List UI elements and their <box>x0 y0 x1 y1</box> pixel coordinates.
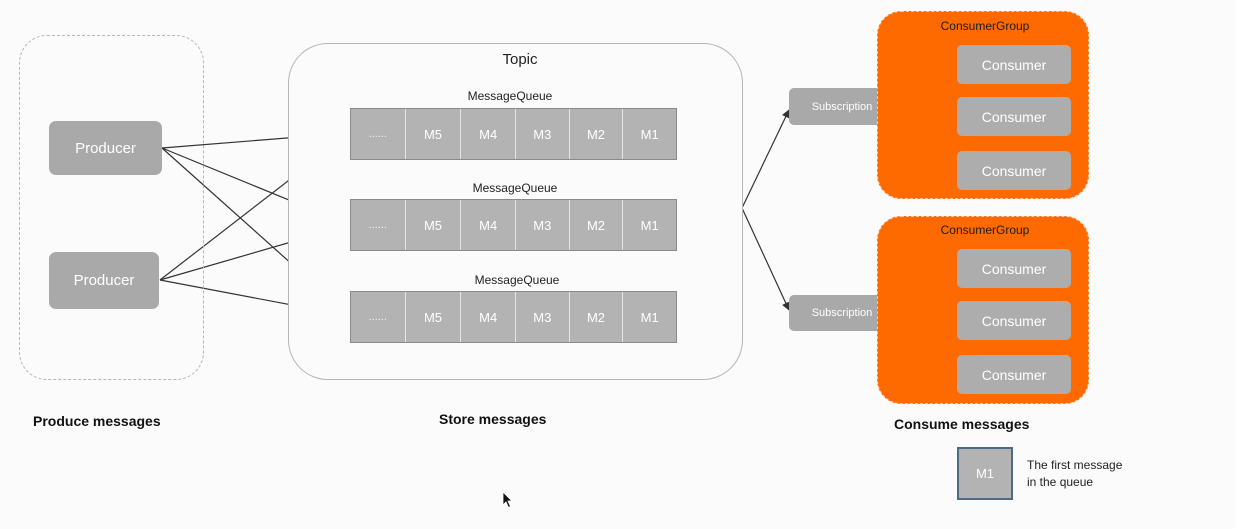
legend-box-label: M1 <box>975 466 995 481</box>
topic-title: Topic <box>502 51 538 68</box>
mouse-cursor-icon <box>502 491 513 509</box>
arrow-topic-sub2 <box>741 207 790 311</box>
message-queue-label: MessageQueue <box>467 89 553 103</box>
queue-cell: M4 <box>461 292 516 342</box>
subscription-label: Subscription <box>811 100 873 113</box>
producer-label: Producer <box>75 139 136 157</box>
queue-cell-ellipsis: ...... <box>351 292 406 342</box>
consumer-label: Consumer <box>981 108 1047 125</box>
consumer-node[interactable]: Consumer <box>957 97 1071 136</box>
consumer-label: Consumer <box>981 312 1047 329</box>
subscription-label: Subscription <box>811 307 873 319</box>
producer-area <box>19 35 204 380</box>
message-queue[interactable]: ...... M5 M4 M3 M2 M1 <box>350 291 677 343</box>
legend-box: M1 <box>957 447 1013 500</box>
consumer-label: Consumer <box>981 162 1047 179</box>
queue-cell: M5 <box>405 200 462 250</box>
queue-cell: M5 <box>405 109 462 159</box>
consumer-group-label: ConsumerGroup <box>940 19 1030 33</box>
producer-label: Producer <box>73 272 135 289</box>
consumer-label: Consumer <box>981 260 1047 277</box>
queue-cell: M2 <box>569 200 624 250</box>
queue-cell: M5 <box>405 292 462 342</box>
message-queue-label: MessageQueue <box>474 273 560 287</box>
queue-cell: M4 <box>461 200 516 250</box>
consumer-node[interactable]: Consumer <box>957 151 1071 190</box>
message-queue[interactable]: ...... M5 M4 M3 M2 M1 <box>350 108 677 160</box>
consumer-node[interactable]: Consumer <box>957 45 1071 84</box>
queue-cell: M3 <box>516 292 570 342</box>
queue-cell: M4 <box>461 109 516 159</box>
queue-cell: M1 <box>623 292 677 342</box>
message-queue-label: MessageQueue <box>472 181 558 195</box>
consumer-node[interactable]: Consumer <box>957 355 1071 394</box>
caption-produce: Produce messages <box>33 413 161 429</box>
legend-line-2: in the queue <box>1027 475 1094 489</box>
caption-consume: Consume messages <box>894 416 1030 432</box>
consumer-label: Consumer <box>981 56 1047 73</box>
queue-cell: M2 <box>569 109 624 159</box>
caption-store: Store messages <box>439 411 547 427</box>
queue-cell: M3 <box>516 200 570 250</box>
message-queue[interactable]: ...... M5 M4 M3 M2 M1 <box>350 199 677 251</box>
consumer-node[interactable]: Consumer <box>957 249 1071 288</box>
arrow-topic-sub1 <box>741 109 790 209</box>
legend-line-1: The first message <box>1027 458 1123 472</box>
consumer-label: Consumer <box>981 366 1047 383</box>
queue-cell-ellipsis: ...... <box>351 200 406 250</box>
consumer-node[interactable]: Consumer <box>957 301 1071 340</box>
producer-node[interactable]: Producer <box>49 252 159 309</box>
consumer-group-label: ConsumerGroup <box>940 223 1030 237</box>
queue-cell: M1 <box>623 200 677 250</box>
legend-text: The first message in the queue <box>1027 457 1187 491</box>
queue-cell: M3 <box>516 109 570 159</box>
queue-cell: M1 <box>623 109 677 159</box>
queue-cell-ellipsis: ...... <box>351 109 406 159</box>
producer-node[interactable]: Producer <box>49 121 162 175</box>
queue-cell: M2 <box>569 292 624 342</box>
